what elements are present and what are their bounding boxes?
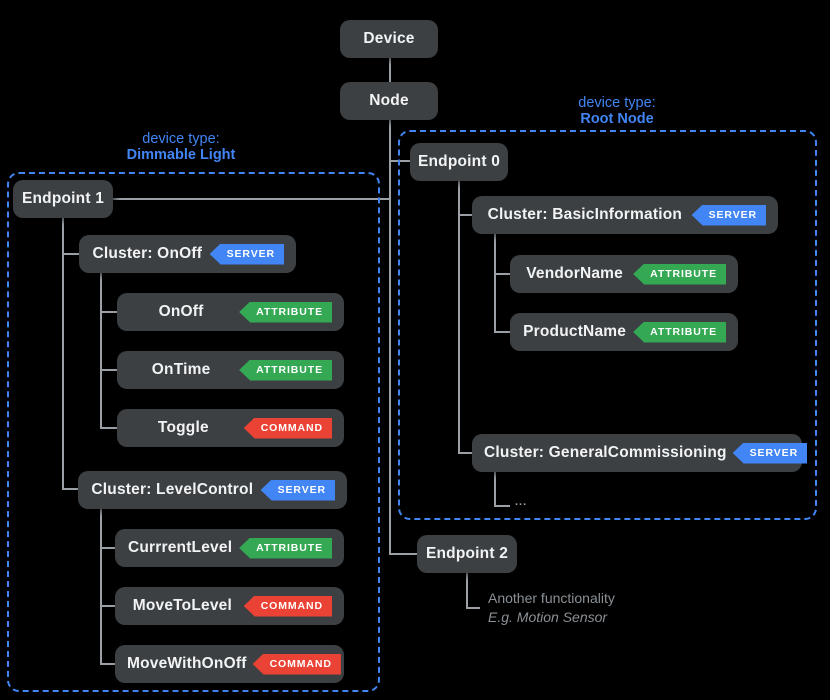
command-movetolevel-label: MoveToLevel bbox=[132, 597, 232, 614]
cluster-onoff-label: Cluster: OnOff bbox=[92, 245, 203, 262]
connector-stub bbox=[460, 214, 473, 216]
connector-basicinfo-spine bbox=[494, 233, 496, 333]
server-badge: SERVER bbox=[691, 204, 766, 226]
endpoint1-label: Endpoint 1 bbox=[21, 190, 105, 207]
endpoint2-label: Endpoint 2 bbox=[425, 545, 509, 562]
connector-stub bbox=[102, 605, 116, 607]
connector-gencomm-ellipsis-h bbox=[494, 505, 510, 507]
command-badge: COMMAND bbox=[252, 653, 341, 675]
connector-endpoint2-note-h bbox=[466, 607, 480, 609]
attribute-ontime-box: OnTime ATTRIBUTE bbox=[117, 351, 344, 389]
attribute-currrentlevel-box: CurrrentLevel ATTRIBUTE bbox=[115, 529, 344, 567]
endpoint1-box: Endpoint 1 bbox=[13, 180, 113, 218]
cluster-basicinformation-label: Cluster: BasicInformation bbox=[487, 206, 683, 223]
connector-stub bbox=[64, 253, 80, 255]
endpoint0-label: Endpoint 0 bbox=[417, 153, 501, 170]
attribute-onoff-label: OnOff bbox=[158, 303, 204, 320]
attribute-ontime-label: OnTime bbox=[151, 361, 211, 378]
attribute-vendorname-box: VendorName ATTRIBUTE bbox=[510, 255, 738, 293]
command-badge: COMMAND bbox=[243, 595, 332, 617]
cluster-levelcontrol-box: Cluster: LevelControl SERVER bbox=[78, 471, 347, 509]
attribute-badge: ATTRIBUTE bbox=[633, 263, 726, 285]
command-movetolevel-box: MoveToLevel COMMAND bbox=[115, 587, 344, 625]
device-label: Device bbox=[363, 30, 415, 47]
attribute-badge: ATTRIBUTE bbox=[239, 301, 332, 323]
attribute-productname-label: ProductName bbox=[523, 323, 627, 340]
cluster-generalcommissioning-box: Cluster: GeneralCommissioning SERVER bbox=[472, 434, 808, 472]
root-node-group-border bbox=[398, 130, 817, 520]
connector-to-endpoint1 bbox=[112, 198, 390, 200]
device-type-name: Root Node bbox=[580, 111, 654, 127]
server-badge: SERVER bbox=[209, 243, 284, 265]
cluster-generalcommissioning-label: Cluster: GeneralCommissioning bbox=[484, 444, 727, 461]
attribute-currrentlevel-label: CurrrentLevel bbox=[127, 539, 233, 556]
connector-endpoint2-note-v bbox=[466, 572, 468, 609]
endpoint2-note-line1: Another functionality bbox=[488, 590, 615, 606]
connector-levelcontrol-spine bbox=[100, 508, 102, 665]
connector-onoff-spine bbox=[100, 272, 102, 429]
connector-stub bbox=[102, 663, 116, 665]
connector-stub bbox=[496, 273, 511, 275]
attribute-onoff-box: OnOff ATTRIBUTE bbox=[117, 293, 344, 331]
connector-endpoint1-spine bbox=[62, 217, 64, 490]
command-movewithonoff-label: MoveWithOnOff bbox=[127, 655, 247, 672]
connector-stub bbox=[102, 311, 118, 313]
endpoint2-box: Endpoint 2 bbox=[417, 535, 517, 573]
endpoint2-note: Another functionality E.g. Motion Sensor bbox=[488, 589, 615, 627]
device-type-label: device type: bbox=[142, 131, 220, 147]
connector-stub bbox=[102, 427, 118, 429]
attribute-badge: ATTRIBUTE bbox=[239, 537, 332, 559]
connector-stub bbox=[460, 452, 473, 454]
cluster-basicinformation-box: Cluster: BasicInformation SERVER bbox=[472, 196, 778, 234]
command-movewithonoff-box: MoveWithOnOff COMMAND bbox=[115, 645, 344, 683]
command-badge: COMMAND bbox=[243, 417, 332, 439]
connector-stub bbox=[64, 488, 79, 490]
server-badge: SERVER bbox=[732, 442, 808, 464]
root-node-group-header: device type: Root Node bbox=[537, 95, 697, 127]
device-type-label: device type: bbox=[578, 95, 656, 111]
connector-stub bbox=[496, 331, 511, 333]
connector-endpoint0-spine bbox=[458, 180, 460, 454]
node-box: Node bbox=[340, 82, 438, 120]
attribute-badge: ATTRIBUTE bbox=[239, 359, 332, 381]
server-badge: SERVER bbox=[260, 479, 335, 501]
command-toggle-box: Toggle COMMAND bbox=[117, 409, 344, 447]
attribute-productname-box: ProductName ATTRIBUTE bbox=[510, 313, 738, 351]
dimmable-light-group-border bbox=[7, 172, 380, 692]
endpoint0-box: Endpoint 0 bbox=[410, 143, 508, 181]
connector-gencomm-ellipsis-v bbox=[494, 471, 496, 507]
more-items-ellipsis: ... bbox=[515, 496, 528, 508]
connector-device-node bbox=[389, 56, 391, 84]
command-toggle-label: Toggle bbox=[157, 419, 209, 436]
cluster-levelcontrol-label: Cluster: LevelControl bbox=[91, 481, 254, 498]
connector-to-endpoint0 bbox=[391, 160, 411, 162]
attribute-vendorname-label: VendorName bbox=[526, 265, 623, 282]
endpoint2-note-line2: E.g. Motion Sensor bbox=[488, 609, 608, 625]
attribute-badge: ATTRIBUTE bbox=[633, 321, 726, 343]
device-node-box: Device bbox=[340, 20, 438, 58]
dimmable-light-group-header: device type: Dimmable Light bbox=[66, 131, 296, 163]
connector-to-endpoint2 bbox=[391, 553, 418, 555]
device-type-name: Dimmable Light bbox=[126, 147, 236, 163]
cluster-onoff-box: Cluster: OnOff SERVER bbox=[79, 235, 296, 273]
connector-node-spine bbox=[389, 118, 391, 555]
connector-stub bbox=[102, 369, 118, 371]
node-label: Node bbox=[369, 92, 409, 109]
connector-stub bbox=[102, 547, 116, 549]
